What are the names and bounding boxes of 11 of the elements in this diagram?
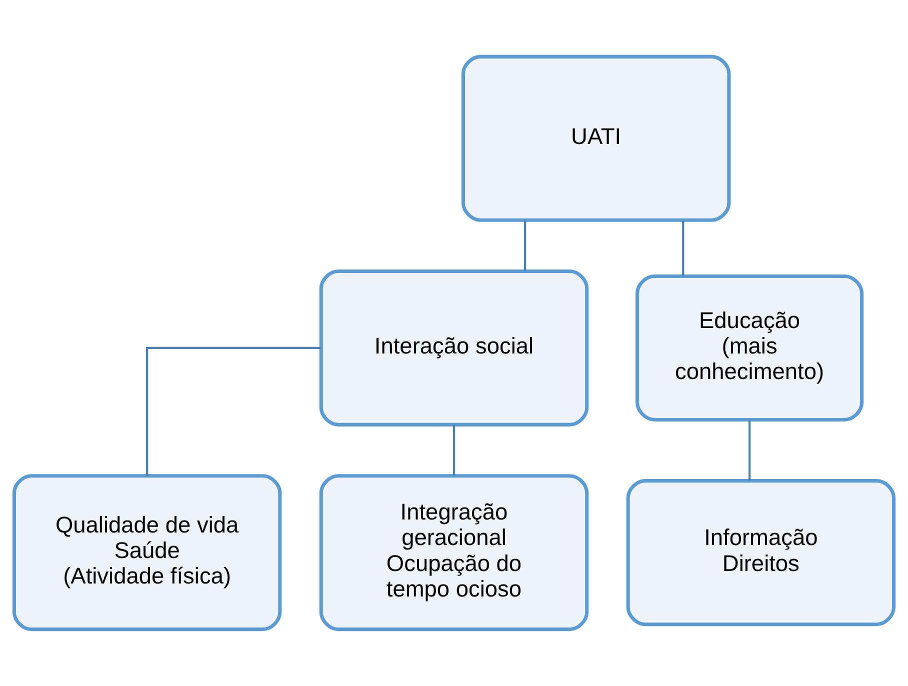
connector [524,220,526,271]
node-box: UATI [461,54,731,222]
connector [452,424,456,476]
node-box: Qualidade de vida Saúde (Atividade física) [12,474,282,632]
node-box: Informação Direitos [626,479,896,626]
connector [682,220,684,276]
connector [146,346,321,476]
node-box: Integração geracional Ocupação do tempo ocioso [319,474,589,632]
node-box: Interação social [319,269,589,426]
node-box: Educação (mais conhecimento) [636,274,864,422]
connector [748,420,751,480]
